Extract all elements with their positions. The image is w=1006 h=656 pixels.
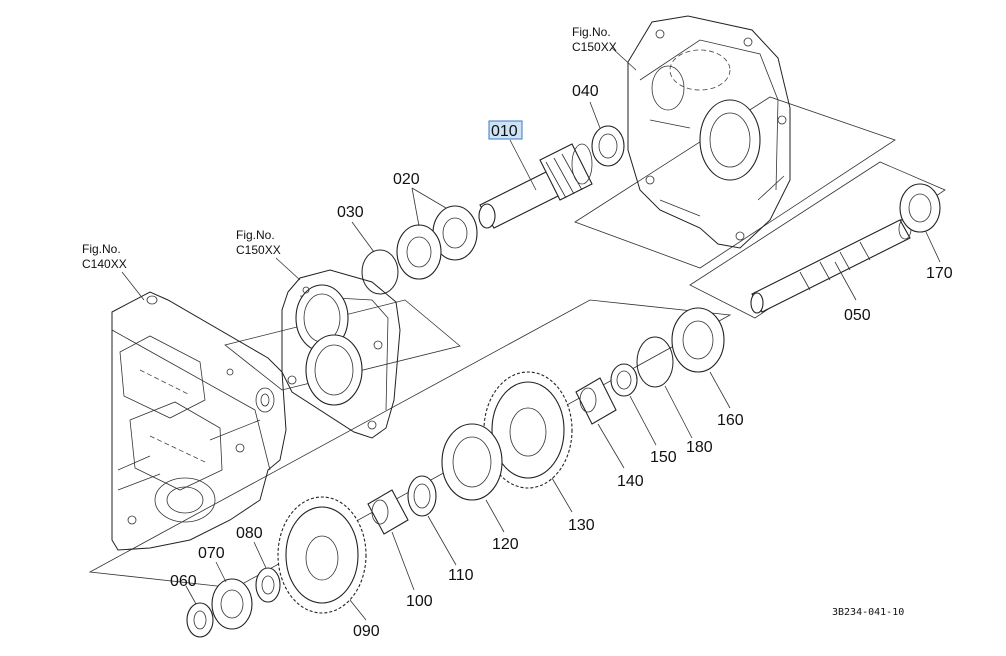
figure-ref-upper[interactable]: Fig.No. C150XX (572, 25, 617, 54)
figure-ref-middle[interactable]: Fig.No. C150XX (236, 228, 281, 257)
part-label-060[interactable]: 060 (170, 573, 197, 590)
part-label-160[interactable]: 160 (717, 412, 744, 429)
diagram-code: 3B234-041-10 (832, 607, 904, 618)
figure-ref-upper-line2: C150XX (572, 40, 617, 54)
housing-left (111, 291, 287, 551)
part-label-140[interactable]: 140 (617, 473, 644, 490)
part-label-030[interactable]: 030 (337, 204, 364, 221)
part-150-washer (610, 363, 638, 397)
part-label-130[interactable]: 130 (568, 517, 595, 534)
part-label-100[interactable]: 100 (406, 593, 433, 610)
part-label-080[interactable]: 080 (236, 525, 263, 542)
part-number-labels: 010 020 030 040 050 060 070 080 090 100 … (170, 83, 953, 640)
part-070-bearing (211, 578, 253, 630)
part-010-shaft (478, 143, 593, 229)
part-label-090[interactable]: 090 (353, 623, 380, 640)
part-label-040[interactable]: 040 (572, 83, 599, 100)
housing-upper-right (627, 15, 791, 249)
part-130-gear (483, 371, 573, 489)
leader-lines (121, 47, 941, 621)
figure-ref-upper-line1: Fig.No. (572, 25, 611, 39)
part-label-110[interactable]: 110 (448, 567, 474, 584)
part-label-180[interactable]: 180 (686, 439, 713, 456)
selected-part-highlight (488, 120, 523, 140)
part-050-shaft (750, 218, 912, 314)
figure-ref-left-line2: C140XX (82, 257, 127, 271)
figure-ref-left-line1: Fig.No. (82, 242, 121, 256)
part-060-seal (186, 602, 214, 638)
plane-outlines (88, 96, 946, 589)
part-140-needle-bearing (575, 377, 617, 425)
part-180-circlip (636, 336, 674, 388)
figure-ref-middle-line1: Fig.No. (236, 228, 275, 242)
figure-ref-left[interactable]: Fig.No. C140XX (82, 242, 127, 271)
part-110-hub (407, 475, 437, 517)
figure-ref-middle-line2: C150XX (236, 243, 281, 257)
part-030-circlip (361, 249, 399, 295)
housing-middle (281, 269, 401, 439)
part-020-bearings (396, 205, 478, 280)
part-label-010[interactable]: 010 (491, 123, 518, 140)
part-080-washer (255, 567, 281, 603)
part-label-170[interactable]: 170 (926, 265, 953, 282)
part-label-120[interactable]: 120 (492, 536, 519, 553)
part-120-collar (441, 423, 503, 501)
part-160-bearing (671, 307, 725, 373)
part-040-bearing (591, 125, 625, 167)
part-label-150[interactable]: 150 (650, 449, 677, 466)
part-label-070[interactable]: 070 (198, 545, 225, 562)
part-170-seal (899, 183, 941, 233)
part-label-050[interactable]: 050 (844, 307, 871, 324)
part-090-gear (277, 496, 367, 614)
part-label-020[interactable]: 020 (393, 171, 420, 188)
part-100-needle-bearing (367, 489, 409, 535)
